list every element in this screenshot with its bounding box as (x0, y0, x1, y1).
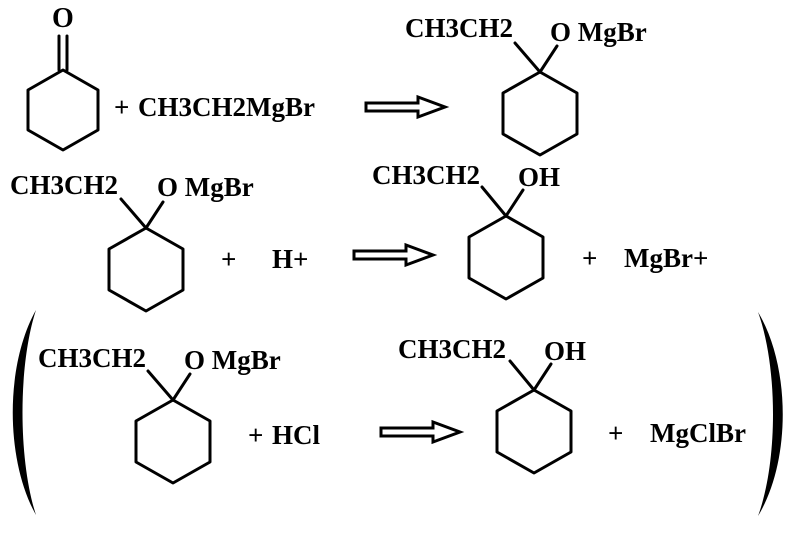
plus-sign: + (221, 244, 236, 274)
ethyl-bond (146, 369, 175, 402)
reaction-2: CH3CH2 O MgBr + H+ CH3CH2 OH + MgBr+ (10, 160, 708, 313)
ethyl-bond (480, 185, 508, 218)
alkoxide-reactant: CH3CH2 O MgBr (38, 343, 281, 485)
hydroxyl-bond (532, 362, 553, 392)
cyclohexane-ring (134, 398, 212, 485)
plus-sign: + (114, 92, 129, 122)
ethyl-group-label: CH3CH2 (398, 334, 506, 364)
plus-sign: + (582, 243, 597, 273)
cyclohexane-ring (495, 388, 573, 475)
ethyl-bond (513, 41, 542, 74)
hydroxyl-bond (504, 188, 525, 218)
plus-sign: + (248, 420, 263, 450)
oxygen-bond (144, 200, 165, 230)
cyclohexanone-structure: O (26, 3, 100, 152)
alkoxide-product: CH3CH2 O MgBr (405, 13, 647, 157)
hydroxyl-label: OH (544, 336, 586, 366)
reaction-1: O + CH3CH2MgBr CH3CH2 O MgBr (26, 3, 647, 157)
reaction-arrow (352, 242, 438, 268)
omgbr-label: O MgBr (550, 17, 647, 47)
ethyl-group-label: CH3CH2 (405, 13, 513, 43)
left-parenthesis (12, 310, 36, 515)
plus-sign: + (608, 418, 623, 448)
byproduct: MgBr+ (624, 243, 708, 273)
ethyl-group-label: CH3CH2 (10, 170, 118, 200)
cyclohexane-ring (467, 214, 545, 301)
ethyl-bond (508, 359, 536, 392)
oxygen-atom: O (52, 3, 74, 34)
omgbr-label: O MgBr (157, 172, 254, 202)
reaction-arrow (364, 94, 450, 120)
cyclohexane-ring (107, 226, 185, 313)
oxygen-bond (538, 44, 559, 74)
grignard-reagent: CH3CH2MgBr (138, 92, 315, 122)
alkoxide-reactant: CH3CH2 O MgBr (10, 170, 254, 313)
alcohol-product: CH3CH2 OH (398, 334, 586, 475)
ethyl-bond (119, 197, 148, 230)
cyclohexane-ring (26, 68, 100, 152)
hydroxyl-label: OH (518, 162, 560, 192)
cyclohexane-ring (501, 70, 579, 157)
alcohol-product: CH3CH2 OH (372, 160, 560, 301)
omgbr-label: O MgBr (184, 345, 281, 375)
oxygen-bond (171, 372, 192, 402)
right-parenthesis (758, 312, 783, 516)
ethyl-group-label: CH3CH2 (38, 343, 146, 373)
hcl-reagent: HCl (272, 420, 321, 450)
ethyl-group-label: CH3CH2 (372, 160, 480, 190)
reaction-arrow (379, 419, 465, 445)
reaction-3: CH3CH2 O MgBr + HCl CH3CH2 OH + MgClBr (12, 310, 783, 516)
byproduct: MgClBr (650, 418, 746, 448)
proton-reagent: H+ (272, 244, 308, 274)
